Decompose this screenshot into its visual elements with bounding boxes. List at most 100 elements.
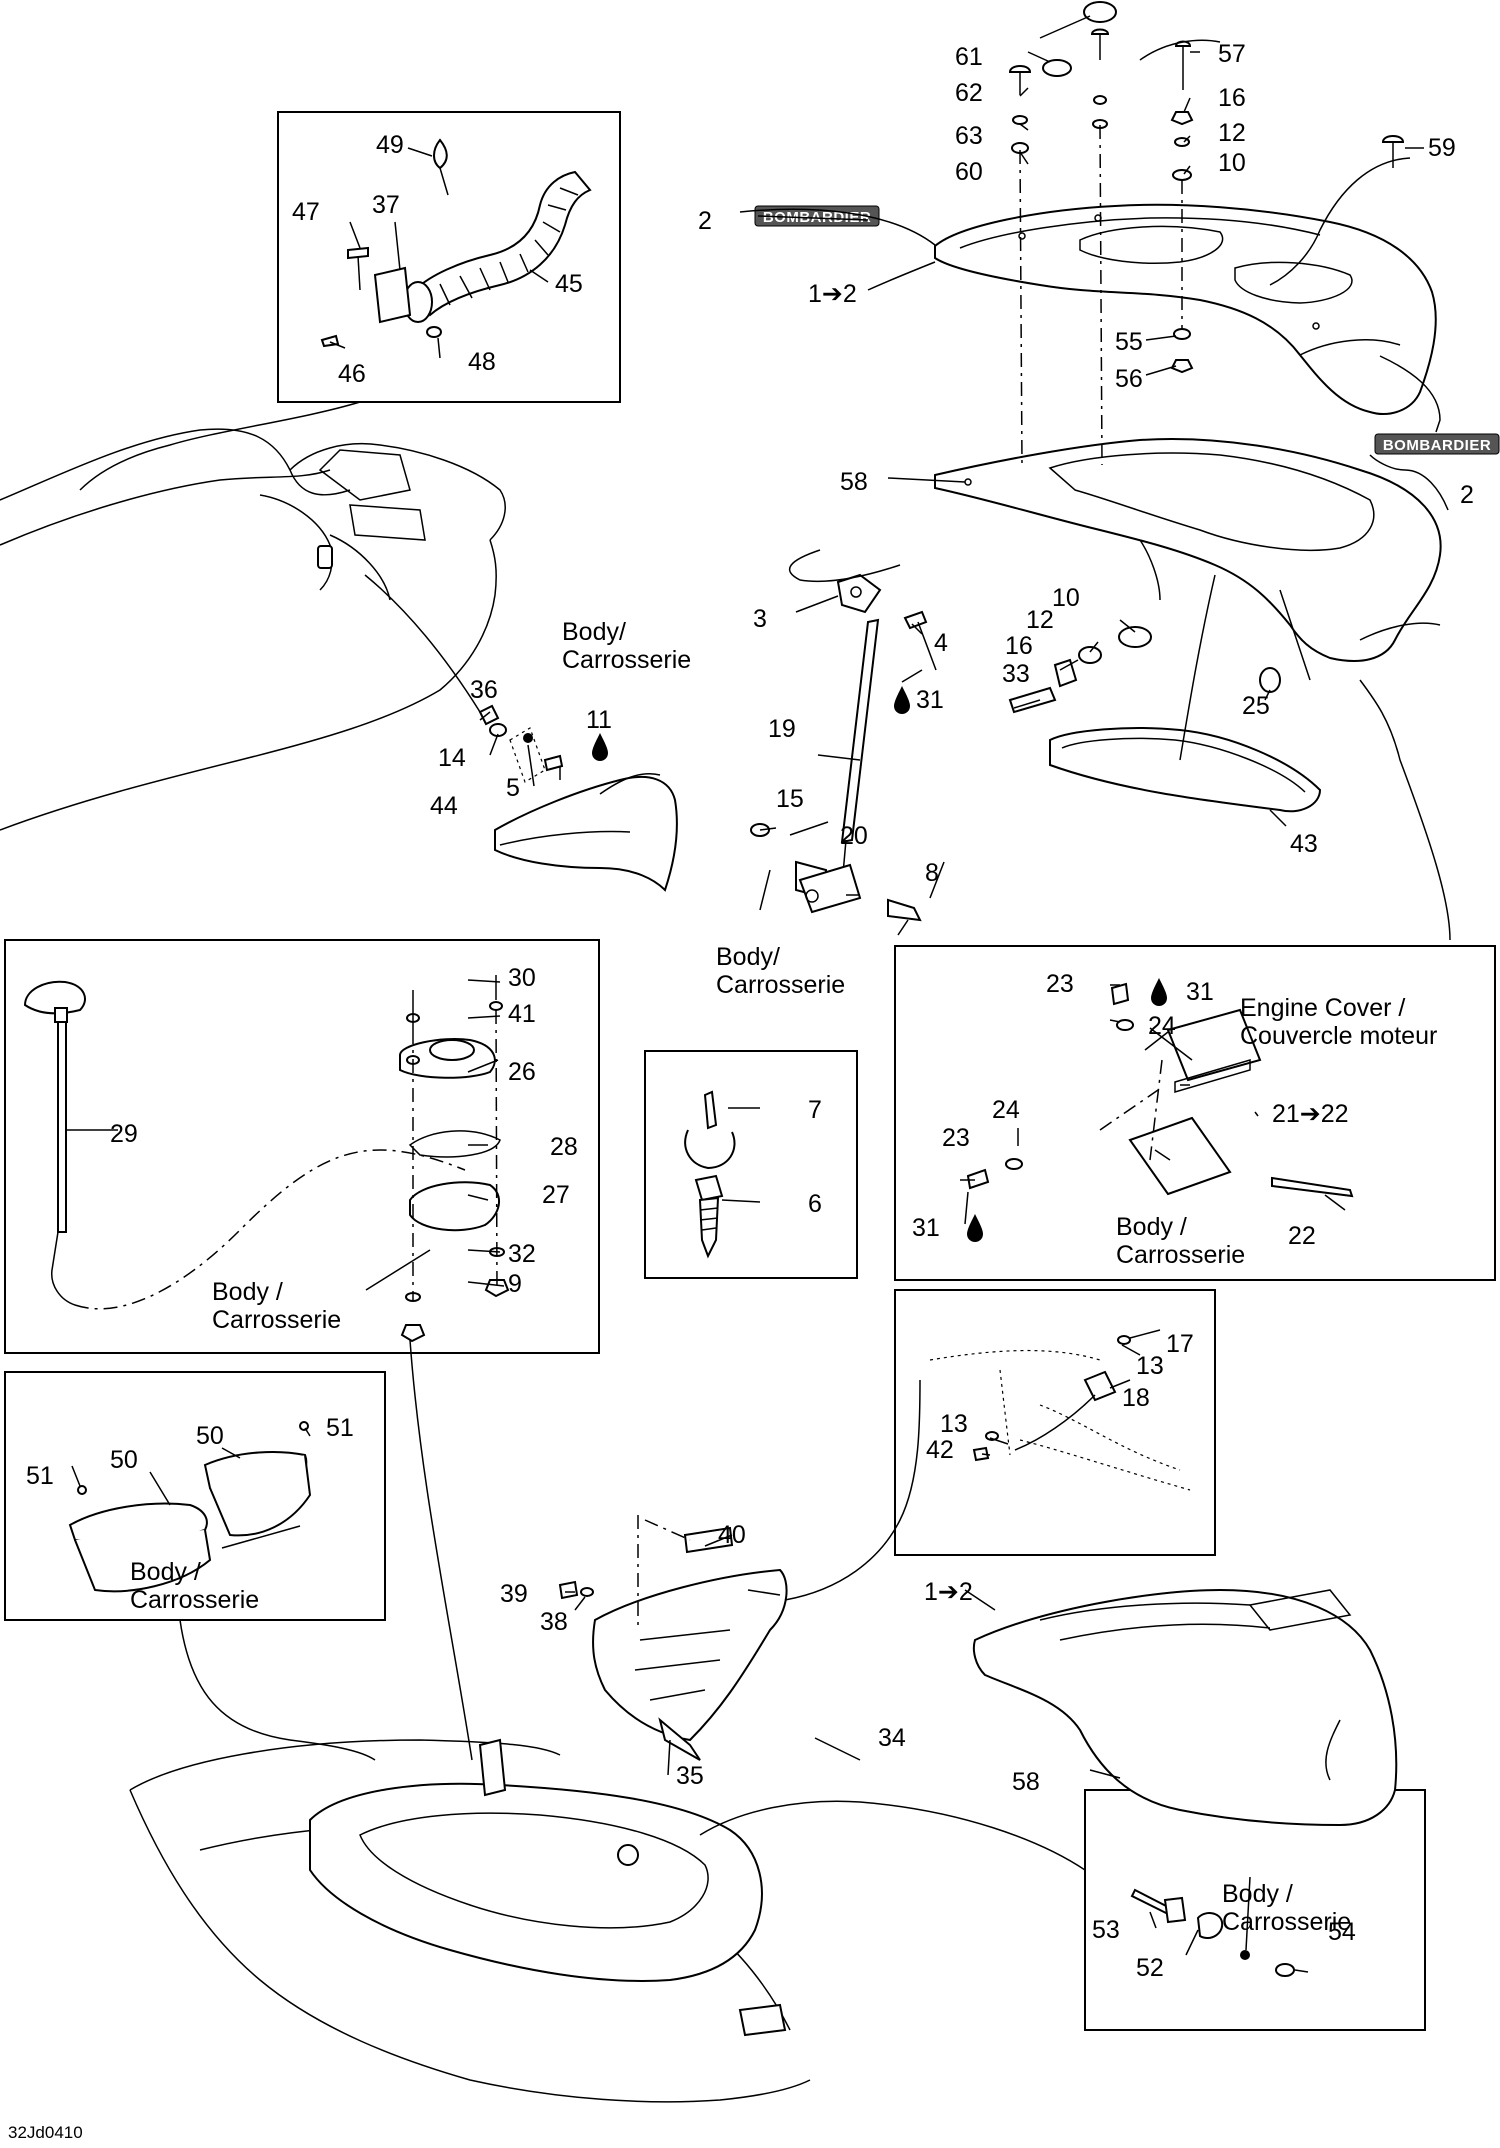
callout: 16 (1218, 84, 1246, 112)
label-body-2-line: Carrosserie (716, 971, 845, 999)
watercraft-rear-body (0, 428, 506, 831)
callout: 36 (470, 676, 498, 704)
callout: 18 (1122, 1384, 1150, 1412)
label-body-1-line: Body/ (562, 618, 626, 646)
callout: 12 (1026, 606, 1054, 634)
callout: 27 (542, 1181, 570, 1209)
callout: 35 (676, 1762, 704, 1790)
storage-cover-58 (934, 438, 1442, 662)
strut-assembly (750, 573, 937, 922)
callout: 16 (1005, 632, 1033, 660)
callout: 15 (776, 785, 804, 813)
callout: 43 (1290, 830, 1318, 858)
callout: 63 (955, 122, 983, 150)
luggage-rack (934, 203, 1437, 415)
air-hose-assembly (320, 138, 592, 348)
watercraft-hull-front (129, 1738, 811, 2103)
callout: 48 (468, 348, 496, 376)
callout: 22 (1288, 1222, 1316, 1250)
callout: 54 (1328, 1918, 1356, 1946)
callout: 2 (1460, 481, 1474, 509)
callout: 34 (878, 1724, 906, 1752)
leader-lines (66, 15, 1451, 1973)
callout: 5 (506, 774, 520, 802)
callout: 7 (808, 1096, 822, 1124)
callout: 58 (1012, 1768, 1040, 1796)
label-body-5-line: Carrosserie (130, 1586, 259, 1614)
glove-box-34 (558, 1526, 788, 1761)
callout: 9 (508, 1270, 522, 1298)
callout: 2 (698, 207, 712, 235)
callout: 6 (808, 1190, 822, 1218)
callout: 31 (916, 686, 944, 714)
callout: 53 (1092, 1916, 1120, 1944)
callout: 28 (550, 1133, 578, 1161)
label-engine-cover-line: Couvercle moteur (1240, 1022, 1437, 1050)
detail-box-trays (4, 1371, 386, 1621)
label-body-3-line: Body / (1116, 1213, 1187, 1241)
label-body-4: Body /Carrosserie (212, 1278, 341, 1334)
callout: 13 (1136, 1352, 1164, 1380)
callout: 38 (540, 1608, 568, 1636)
callout: 1➔2 (924, 1578, 973, 1606)
stopper-hardware (1008, 626, 1322, 813)
callout: 19 (768, 715, 796, 743)
release-cable-assembly (23, 975, 510, 1343)
callout: 42 (926, 1436, 954, 1464)
label-body-3: Body /Carrosserie (1116, 1213, 1245, 1269)
retainer-44 (478, 704, 678, 892)
label-body-2: Body/Carrosserie (716, 943, 845, 999)
callout: 32 (508, 1240, 536, 1268)
callout: 17 (1166, 1330, 1194, 1358)
callout: 12 (1218, 119, 1246, 147)
detail-box-fasteners (644, 1050, 858, 1279)
label-body-6-line: Carrosserie (1222, 1908, 1351, 1936)
detail-box-cable (4, 939, 600, 1354)
callout: 11 (586, 706, 612, 734)
callout: 57 (1218, 40, 1246, 68)
storage-trays (68, 1421, 312, 1593)
callout: 51 (326, 1414, 354, 1442)
label-engine-cover: Engine Cover /Couvercle moteur (1240, 994, 1437, 1050)
callout: 50 (110, 1446, 138, 1474)
callout: 59 (1428, 134, 1456, 162)
callout: 61 (955, 43, 983, 71)
callouts: 61 62 63 60 57 16 12 10 59 2 1➔2 55 56 2… (26, 40, 1474, 1982)
label-body-3-line: Carrosserie (1116, 1241, 1245, 1269)
callout: 1➔2 (808, 280, 857, 308)
label-body-6: Body /Carrosserie (1222, 1880, 1351, 1936)
label-body-4-line: Carrosserie (212, 1306, 341, 1334)
callout: 41 (508, 1000, 536, 1028)
oil-drop-icon (967, 1214, 983, 1242)
bombardier-logo-text: BOMBARDIER (1383, 437, 1491, 454)
callout: 51 (26, 1462, 54, 1490)
callout: 29 (110, 1120, 138, 1148)
label-body-5: Body /Carrosserie (130, 1558, 259, 1614)
callout: 13 (940, 1410, 968, 1438)
callout: 46 (338, 360, 366, 388)
callout: 62 (955, 79, 983, 107)
label-body-1: Body/Carrosserie (562, 618, 691, 674)
label-body-6-line: Body / (1222, 1880, 1293, 1908)
oil-drop-icon (1151, 978, 1167, 1006)
callout: 23 (942, 1124, 970, 1152)
hinge-assembly (966, 982, 1354, 1198)
latch-bracket-assembly (929, 1335, 1191, 1491)
callout: 31 (912, 1214, 940, 1242)
callout: 10 (1052, 584, 1080, 612)
detail-box-bracket (894, 1289, 1216, 1556)
callout: 39 (500, 1580, 528, 1608)
label-body-1-line: Carrosserie (562, 646, 691, 674)
drawing-code: 32Jd0410 (8, 2123, 83, 2142)
callout: 23 (1046, 970, 1074, 998)
callout: 33 (1002, 660, 1030, 688)
callout: 56 (1115, 365, 1143, 393)
label-body-5-line: Body / (130, 1558, 201, 1586)
callout: 4 (934, 629, 948, 657)
label-body-2-line: Body/ (716, 943, 780, 971)
callout: 10 (1218, 149, 1246, 177)
callout: 44 (430, 792, 458, 820)
callout: 8 (925, 859, 939, 887)
label-body-4-line: Body / (212, 1278, 283, 1306)
callout: 21➔22 (1272, 1100, 1349, 1128)
